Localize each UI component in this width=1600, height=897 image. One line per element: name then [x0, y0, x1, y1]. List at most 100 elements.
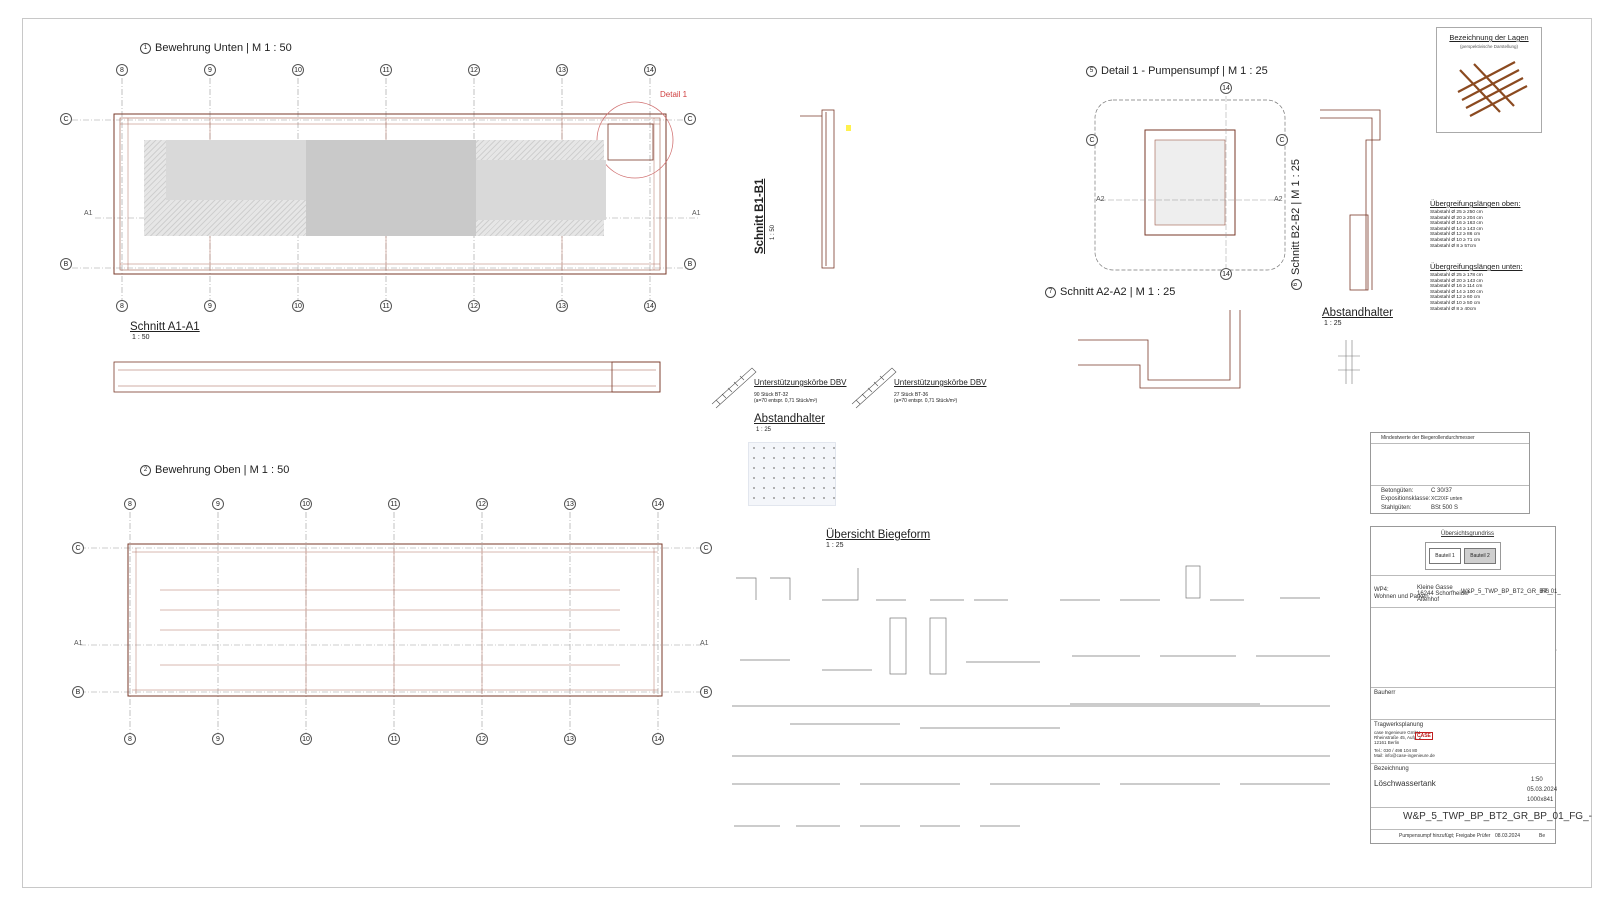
slab-zone-3 — [476, 160, 606, 220]
axis-c-right-2: C — [700, 542, 712, 554]
abstandhalter-2-title: Abstandhalter — [1322, 307, 1393, 319]
view-scale-schnitt-a1: 1 : 50 — [132, 334, 150, 341]
plan-number-short: W&P_5_TWP_BP_BT2_GR_BP_01_ — [1461, 589, 1561, 595]
unterstuetzung-1-title: Unterstützungskörbe DBV — [754, 378, 847, 387]
unterstuetzung-1-count: 90 Stück BT-32 — [754, 392, 789, 398]
axis-12-top-2: 12 — [476, 498, 488, 510]
axis-8-bottom-2: 8 — [124, 733, 136, 745]
axis-13-bottom: 13 — [556, 300, 568, 312]
uebersicht-title: Übersichtsgrundriss — [1441, 531, 1495, 537]
bezeichnung-value: Löschwassertank — [1374, 779, 1436, 788]
axis-11-top: 11 — [380, 64, 392, 76]
axis-8-top: 8 — [116, 64, 128, 76]
abstandhalter-1-scale: 1 : 25 — [756, 427, 772, 433]
axis-9-top-2: 9 — [212, 498, 224, 510]
axis-c-detail-left: C — [1086, 134, 1098, 146]
firm-line-1: case Ingenieure GmbH — [1374, 730, 1421, 735]
firm-line-4: Tel.: 030 / 498 104 80 — [1374, 748, 1418, 753]
firm-logo: CASE — [1415, 732, 1433, 740]
uebergreifung-unten-list: Stabstahl Ø 25 ≥ 178 cm Stabstahl Ø 20 ≥… — [1430, 273, 1483, 312]
tragwerk-label: Tragwerksplanung — [1374, 722, 1424, 728]
uebergreifung-unten-title: Übergreifungslängen unten: — [1430, 262, 1523, 271]
axis-11-bottom: 11 — [380, 300, 392, 312]
legend-lagen-box: Bezeichnung der Lagen (perspektivische D… — [1436, 27, 1542, 133]
axis-b-left: B — [60, 258, 72, 270]
axis-13-bottom-2: 13 — [564, 733, 576, 745]
axis-14-bottom: 14 — [644, 300, 656, 312]
axis-14-top-2: 14 — [652, 498, 664, 510]
expo-value: XC2/XF unten — [1431, 496, 1463, 502]
expo-label: Expositionsklasse: — [1381, 496, 1431, 502]
legend-lagen-title: Bezeichnung der Lagen — [1449, 33, 1529, 42]
section-mark-a2-right: A2 — [1274, 196, 1283, 203]
unterstuetzung-2-title: Unterstützungskörbe DBV — [894, 378, 987, 387]
axis-14-bottom-2: 14 — [652, 733, 664, 745]
abstandhalter-1-grid — [748, 442, 836, 506]
section-mark-a1-right-2: A1 — [700, 640, 709, 647]
axis-9-bottom: 9 — [204, 300, 216, 312]
slab-zone-1 — [166, 140, 306, 200]
uebersicht-frame: Bauteil 1 Bauteil 2 — [1425, 542, 1501, 570]
axis-13-top-2: 13 — [564, 498, 576, 510]
firm-line-3: 12161 Berlin — [1374, 740, 1400, 745]
section-mark-a1-left: A1 — [84, 210, 93, 217]
planformat-value: 1000x841 — [1527, 797, 1554, 803]
view-scale-biegeform: 1 : 25 — [826, 542, 844, 549]
axis-14-detail-top: 14 — [1220, 82, 1232, 94]
axis-9-bottom-2: 9 — [212, 733, 224, 745]
axis-10-top-2: 10 — [300, 498, 312, 510]
detail-1-marker: Detail 1 — [660, 90, 688, 99]
bauteil-1: Bauteil 1 — [1429, 548, 1461, 564]
axis-b-right-2: B — [700, 686, 712, 698]
axis-10-bottom: 10 — [292, 300, 304, 312]
view-title-schnitt-b2: 6Schnitt B2-B2 | M 1 : 25 — [1290, 159, 1302, 290]
plan-number-suffix: FG_ — [1541, 589, 1553, 595]
axis-13-top: 13 — [556, 64, 568, 76]
axis-12-bottom: 12 — [468, 300, 480, 312]
sheet-frame — [22, 18, 1592, 888]
view-scale-schnitt-b1: 1 : 50 — [770, 224, 776, 240]
axis-8-top-2: 8 — [124, 498, 136, 510]
axis-11-bottom-2: 11 — [388, 733, 400, 745]
view-title-schnitt-a1: Schnitt A1-A1 — [130, 321, 200, 333]
massstab-value: 1:50 — [1531, 777, 1543, 783]
axis-10-top: 10 — [292, 64, 304, 76]
unterstuetzung-2-count: 27 Stück BT-36 — [894, 392, 929, 398]
view-title-biegeform: Übersicht Biegeform — [826, 529, 931, 541]
material-header: Mindestwerte der Biegerollendurchmesser — [1381, 435, 1475, 441]
bezeichnung-label: Bezeichnung — [1374, 766, 1409, 772]
slab-zone-2 — [306, 140, 476, 236]
material-table: Mindestwerte der Biegerollendurchmesser … — [1370, 432, 1530, 514]
unterstuetzung-2-note: (a=70 entspr. 0,71 Stück/m²) — [894, 398, 958, 404]
axis-12-bottom-2: 12 — [476, 733, 488, 745]
abstandhalter-2-scale: 1 : 25 — [1324, 320, 1342, 327]
bauteil-2: Bauteil 2 — [1464, 548, 1496, 564]
rebar-tag-highlight-b1 — [846, 120, 851, 132]
unterstuetzung-1-note: (a=70 entspr. 0,71 Stück/m²) — [754, 398, 818, 404]
project-label: WP4: — [1374, 587, 1389, 593]
bauherr-label: Bauherr — [1374, 690, 1396, 696]
title-block: Übersichtsgrundriss Bauteil 1 Bauteil 2 … — [1370, 526, 1592, 844]
legend-lagen-subtitle: (perspektivische Darstellung) — [1459, 44, 1519, 49]
axis-10-bottom-2: 10 — [300, 733, 312, 745]
axis-11-top-2: 11 — [388, 498, 400, 510]
axis-c-left: C — [60, 113, 72, 125]
axis-c-detail-right: C — [1276, 134, 1288, 146]
project-name: Wohnen und Parken — [1374, 594, 1429, 600]
axis-c-left-2: C — [72, 542, 84, 554]
stahl-label: Stahlgüten: — [1381, 505, 1412, 511]
uebergreifung-oben-list: Stabstahl Ø 25 ≥ 250 cm Stabstahl Ø 20 ≥… — [1430, 210, 1483, 249]
address-line-2: 16244 Schorfheide/ — [1417, 591, 1470, 597]
address-line-3: Altenhof — [1417, 597, 1440, 603]
section-mark-a1-right: A1 — [692, 210, 701, 217]
section-mark-a2-left: A2 — [1096, 196, 1105, 203]
axis-8-bottom: 8 — [116, 300, 128, 312]
axis-b-left-2: B — [72, 686, 84, 698]
firm-line-5: Mail: info@case-ingenieure.de — [1374, 753, 1435, 758]
firm-line-2: Rheinstraße 45, Aufg. 2 — [1374, 735, 1422, 740]
